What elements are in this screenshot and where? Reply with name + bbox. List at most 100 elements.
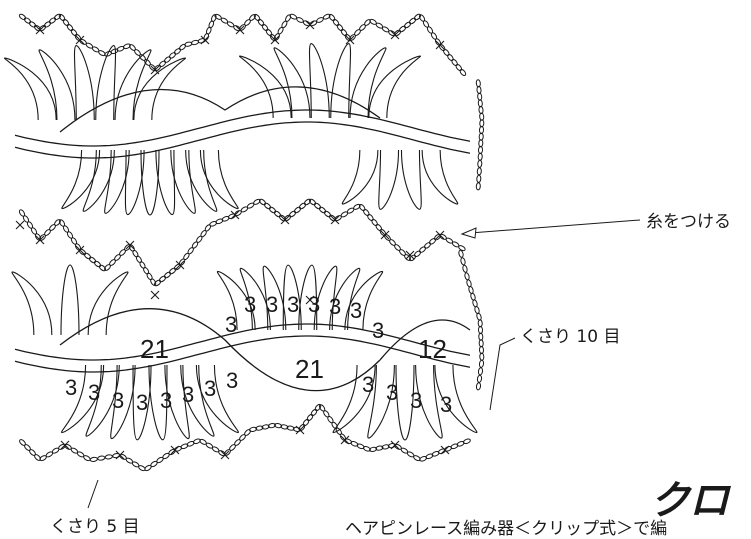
loop-top-left-1: [38, 49, 76, 121]
single-crochet-8: [390, 30, 400, 40]
loop-bottom-left-2: [110, 364, 136, 440]
spine-upper-line-1: [14, 109, 471, 147]
loop-mid-upper-3: [124, 149, 145, 216]
stitch-count-12: 12: [418, 334, 447, 364]
single-crochet-30: [440, 445, 450, 455]
loop-mid-upper-1: [82, 149, 115, 212]
loop-mid-lower-4: [298, 264, 318, 331]
loop-top-right-1: [273, 47, 311, 119]
brand-logo: クロ: [650, 478, 729, 524]
loop-top-left-2: [73, 44, 95, 121]
single-crochet-4: [235, 25, 245, 35]
single-crochet-24: [115, 450, 125, 460]
stitch-count-3-5: 3: [329, 294, 341, 319]
loop-top-left-4: [114, 49, 152, 121]
stitch-count-3-19: 3: [440, 392, 452, 417]
loop-bottom-left-3: [132, 364, 152, 441]
loop-mid-upper-0: [61, 149, 101, 210]
single-crochet-11: [75, 245, 85, 255]
chain-10-leader: [489, 337, 516, 411]
stitch-count-3-10: 3: [112, 388, 124, 413]
loop-mid-lower-left-0: [11, 271, 53, 336]
spine-lower-line-2: [14, 335, 471, 373]
stitch-count-3-9: 3: [88, 380, 100, 405]
single-crochet-9: [435, 40, 445, 50]
chain-10-label: くさり 10 目: [520, 327, 621, 347]
stitch-count-3-8: 3: [65, 375, 77, 400]
single-crochet-6: [305, 20, 315, 30]
single-crochet-1: [75, 35, 85, 45]
stitch-count-3-3: 3: [287, 292, 299, 317]
stitch-count-3-17: 3: [386, 380, 398, 405]
loop-bottom-right-2: [395, 364, 415, 441]
loop-top-right-4: [349, 47, 387, 119]
stitch-count-3-13: 3: [182, 382, 194, 407]
loop-top-left-5: [133, 57, 186, 121]
stitch-count-3-11: 3: [136, 390, 148, 415]
loop-mid-upper-right-2: [400, 149, 422, 210]
loop-mid-upper-right-0: [341, 149, 379, 205]
spine-upper-line-2: [14, 121, 471, 159]
single-crochet-28: [340, 435, 350, 445]
single-crochet-26: [220, 450, 230, 460]
loop-mid-upper-4: [140, 149, 160, 216]
single-crochet-21: [305, 295, 315, 305]
loop-mid-upper-right-3: [421, 149, 459, 205]
loop-mid-upper-right-1: [378, 149, 400, 210]
loop-top-right-3: [330, 42, 352, 119]
loop-mid-upper-6: [170, 149, 196, 214]
stitch-count-3-12: 3: [160, 388, 172, 413]
stitch-count-3-14: 3: [204, 376, 216, 401]
loop-mid-upper-2: [104, 149, 130, 214]
stitch-count-3-6: 3: [350, 298, 362, 323]
single-crochet-29: [390, 440, 400, 450]
stitch-count-3-7: 3: [372, 318, 384, 343]
chain-middle-row: [18, 198, 466, 287]
stitch-count-3-15: 3: [226, 368, 238, 393]
loop-mid-lower-5: [313, 265, 338, 331]
loop-bottom-left-0: [61, 364, 105, 434]
loop-mid-lower-3: [282, 264, 302, 331]
chain-top-edge: [18, 13, 467, 77]
loop-bottom-left-1: [85, 364, 120, 437]
single-crochet-22: [405, 250, 415, 260]
loop-mid-upper-5: [155, 149, 176, 216]
loop-top-left-3: [95, 44, 117, 121]
arch-lower: [59, 308, 381, 392]
loop-bottom-right-4: [434, 364, 478, 434]
chain-right-upper: [475, 79, 485, 191]
loop-top-left-0: [4, 57, 57, 121]
single-crochet-0: [35, 25, 45, 35]
stitch-count-21-left: 21: [140, 334, 169, 364]
loop-mid-lower-0: [216, 270, 256, 331]
single-crochet-12: [125, 240, 135, 250]
single-crochet-27: [295, 425, 305, 435]
attach-yarn-label: 糸をつける: [646, 212, 731, 232]
single-crochet-25: [170, 445, 180, 455]
stitch-count-3-16: 3: [362, 372, 374, 397]
chain-right-lower: [458, 249, 485, 391]
chain-5-label: くさり 5 目: [50, 517, 140, 537]
loop-top-right-5: [368, 55, 421, 119]
loop-mid-lower-left-1: [60, 264, 80, 336]
loop-mid-lower-2: [262, 265, 287, 331]
loop-mid-lower-left-2: [87, 271, 129, 336]
stitch-count-3-18: 3: [410, 388, 422, 413]
loop-bottom-left-4: [148, 364, 168, 441]
single-crochet-16: [330, 215, 340, 225]
single-crochet-15: [280, 215, 290, 225]
attach-yarn-arrow: [460, 227, 477, 239]
single-crochet-10: [35, 235, 45, 245]
subtitle: ヘアピンレース編み器＜クリップ式＞で編: [345, 519, 668, 539]
loop-mid-lower-7: [344, 270, 384, 331]
loop-bottom-left-5: [164, 364, 190, 440]
loop-top-right-0: [239, 55, 292, 119]
loop-top-right-2: [308, 42, 330, 119]
single-crochet-3: [200, 35, 210, 45]
single-crochet-23: [60, 440, 70, 450]
loop-bottom-right-0: [332, 364, 376, 434]
spine-lower-line-1: [14, 323, 471, 361]
loop-bottom-right-3: [415, 364, 443, 439]
stitch-count-3-0: 3: [225, 312, 237, 337]
